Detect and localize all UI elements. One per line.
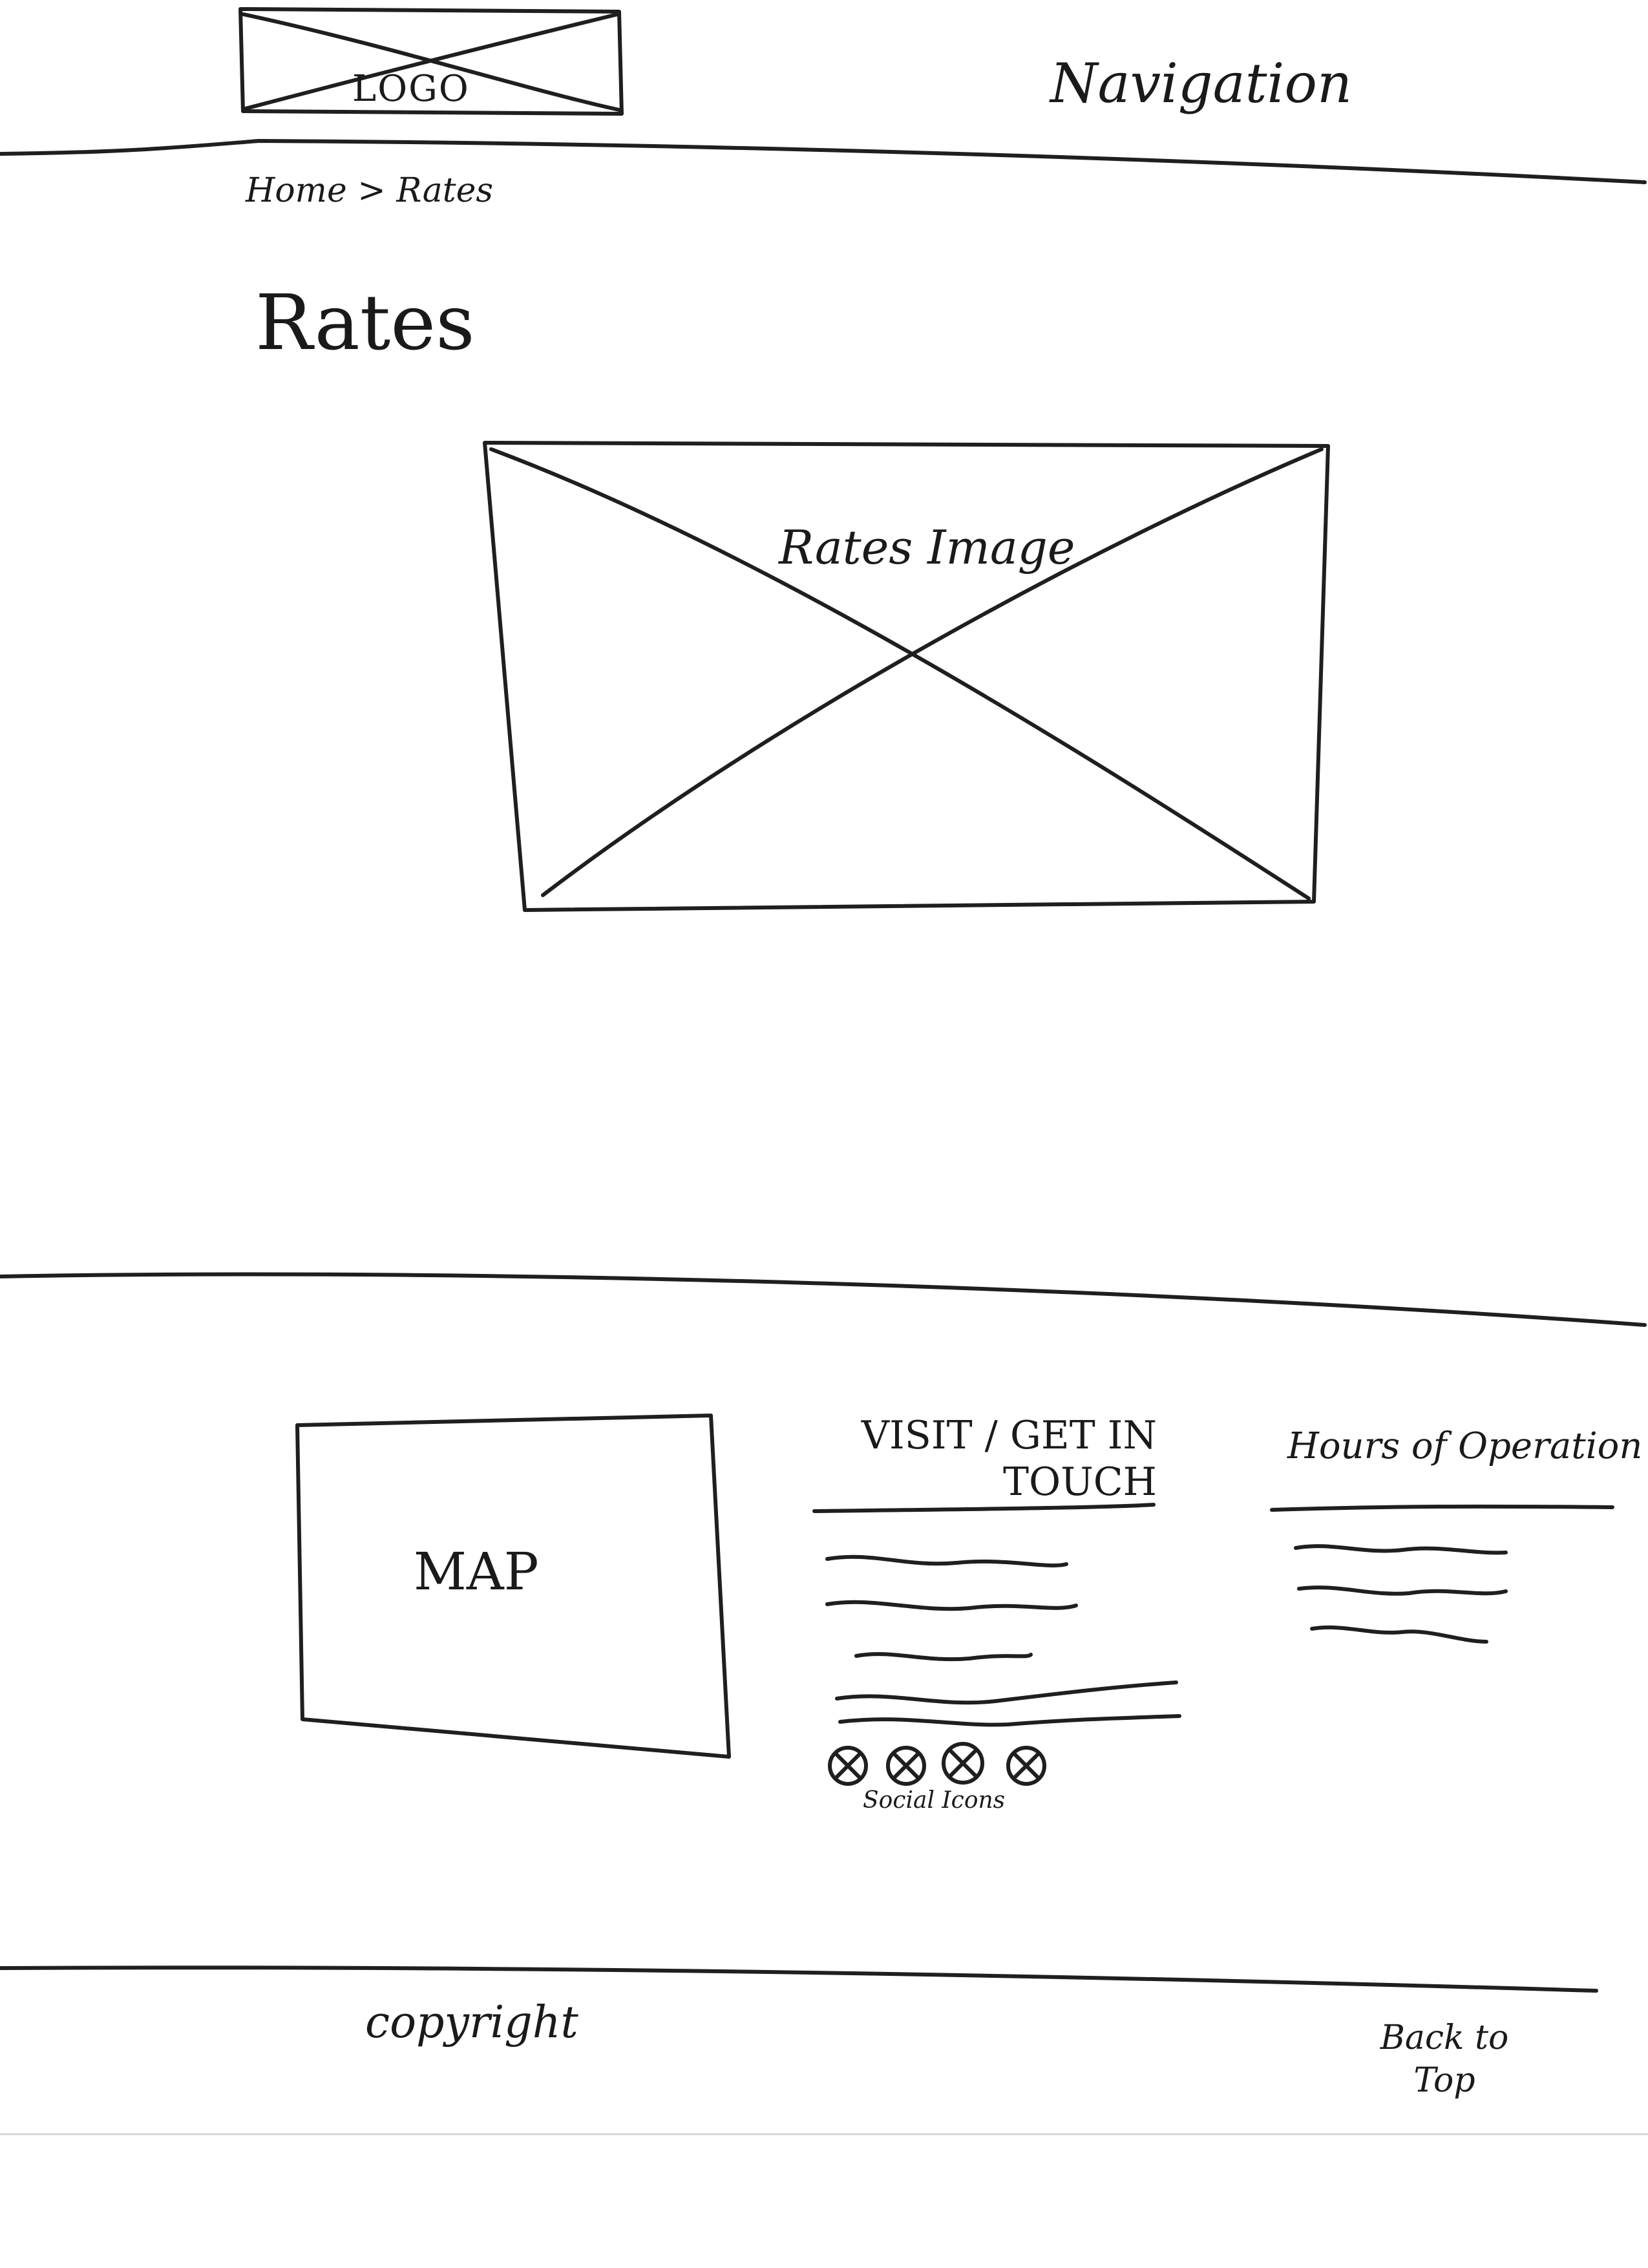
map-label: MAP xyxy=(414,1542,539,1602)
rates-image xyxy=(485,443,1335,911)
social-icon-1[interactable] xyxy=(827,1744,869,1787)
social-icon-2[interactable] xyxy=(885,1744,927,1787)
hours-heading: Hours of Operation xyxy=(1287,1425,1643,1467)
social-icons-label: Social Icons xyxy=(863,1787,1006,1814)
back-to-top-link[interactable]: Back to Top xyxy=(1380,2019,1509,2100)
navigation-menu[interactable]: Navigation xyxy=(1050,52,1353,115)
visit-heading: VISIT / GET IN TOUCH xyxy=(861,1413,1157,1505)
logo-label: LOGO xyxy=(352,68,470,110)
visit-content-lines xyxy=(812,1503,1181,1727)
breadcrumb[interactable]: Home > Rates xyxy=(246,171,494,210)
copyright-text: copyright xyxy=(365,1997,578,2048)
social-icon-4[interactable] xyxy=(1005,1744,1048,1787)
rates-image-label: Rates Image xyxy=(779,520,1075,575)
social-icon-3[interactable] xyxy=(942,1742,984,1785)
footer-divider xyxy=(0,1272,1647,1327)
page-title: Rates xyxy=(255,278,475,367)
copyright-divider xyxy=(0,1966,1598,1993)
hours-content-lines xyxy=(1270,1504,1614,1644)
